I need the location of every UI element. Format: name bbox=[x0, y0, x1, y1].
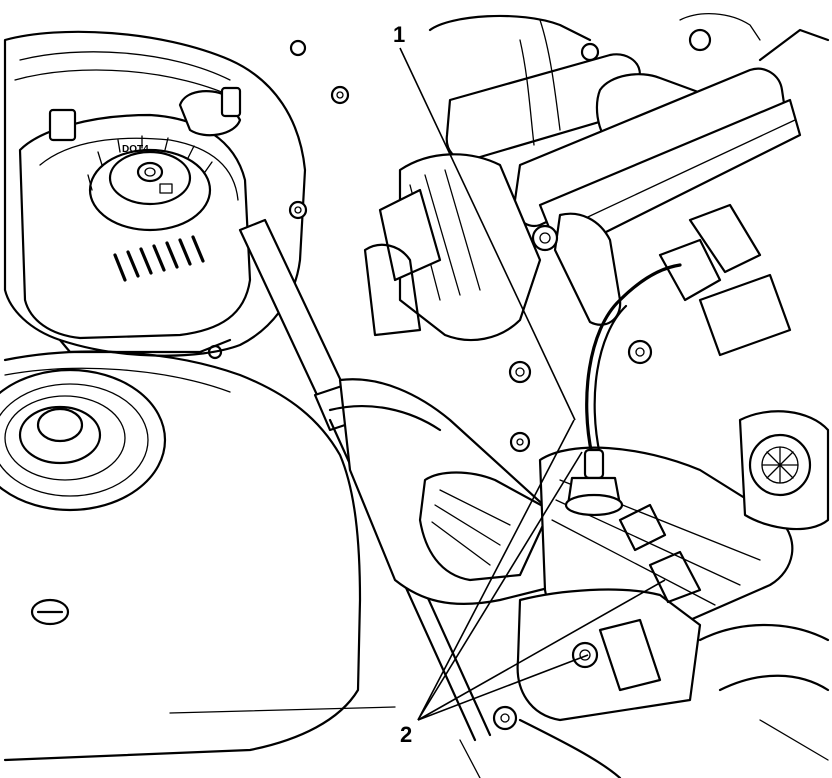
cap-text: DOT4 bbox=[122, 144, 149, 155]
reservoir-cap: DOT4 bbox=[87, 135, 213, 232]
callout-2-label: 2 bbox=[400, 722, 412, 747]
bolts bbox=[289, 39, 653, 731]
callout-1: 1 bbox=[393, 22, 576, 421]
callout-1-label: 1 bbox=[393, 22, 405, 47]
oxygen-sensor bbox=[564, 263, 682, 517]
brake-fluid-reservoir: DOT4 bbox=[3, 30, 307, 360]
level-marks bbox=[113, 235, 205, 282]
strut-tower bbox=[0, 350, 396, 762]
engine-components bbox=[289, 13, 830, 778]
callout-2: 2 bbox=[400, 419, 666, 747]
